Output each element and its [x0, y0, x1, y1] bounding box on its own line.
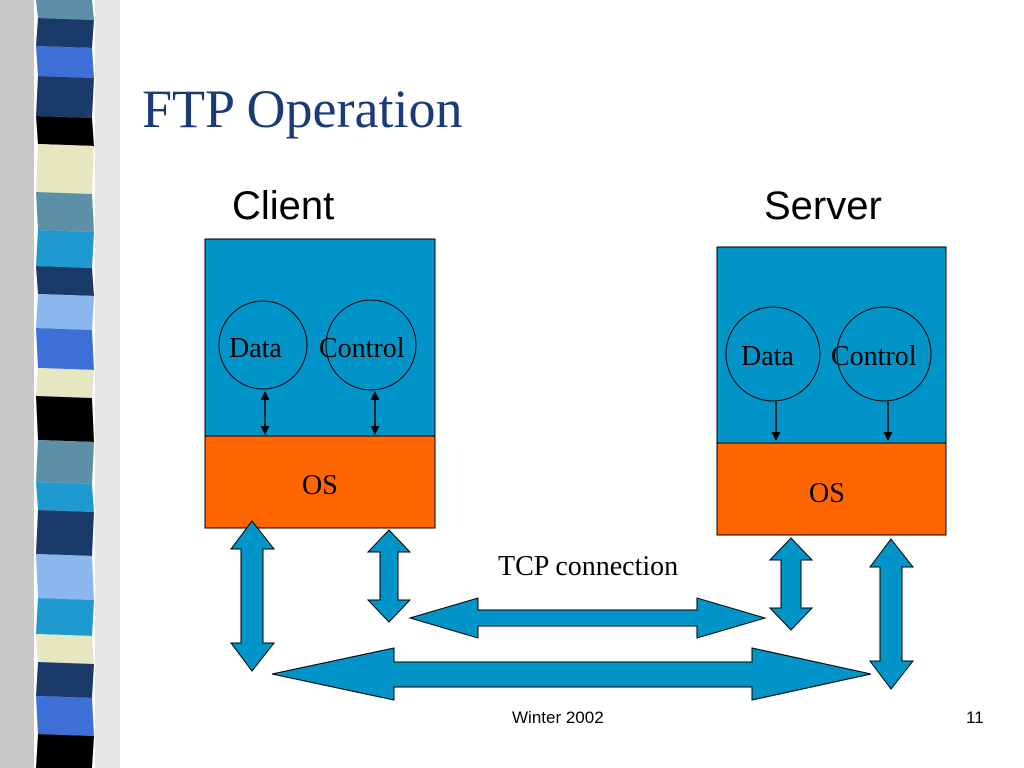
server-os-box [716, 442, 947, 536]
server-app-box [716, 246, 947, 444]
server-data-circle [725, 306, 821, 402]
client-control-circle [325, 299, 417, 391]
client-heading: Client [232, 184, 335, 228]
server-os-label: OS [809, 478, 845, 509]
server-host: Data Control OS [716, 246, 947, 536]
tcp-connection-label: TCP connection [498, 551, 678, 582]
client-data-label: Data [229, 333, 282, 364]
slide-title: FTP Operation [142, 79, 463, 139]
client-host: Data Control OS [204, 238, 436, 529]
footer-date: Winter 2002 [512, 708, 604, 727]
control-connection-horizontal-arrow [271, 647, 872, 701]
client-control-label: Control [319, 333, 405, 364]
page-number: 11 [966, 708, 984, 727]
data-connection-horizontal-arrow [408, 597, 767, 639]
server-control-vertical-arrow [869, 538, 915, 690]
decorative-stripe-bar [0, 0, 120, 768]
server-control-label: Control [831, 341, 917, 372]
client-app-box [204, 238, 436, 437]
server-data-label: Data [741, 341, 794, 372]
client-control-vertical-arrow [230, 520, 276, 672]
server-heading: Server [764, 184, 882, 228]
client-data-circle [218, 300, 308, 390]
client-os-box [204, 435, 436, 529]
server-control-circle [836, 306, 932, 402]
server-data-vertical-arrow [768, 537, 814, 631]
client-os-label: OS [302, 470, 338, 501]
client-data-vertical-arrow [366, 529, 412, 623]
